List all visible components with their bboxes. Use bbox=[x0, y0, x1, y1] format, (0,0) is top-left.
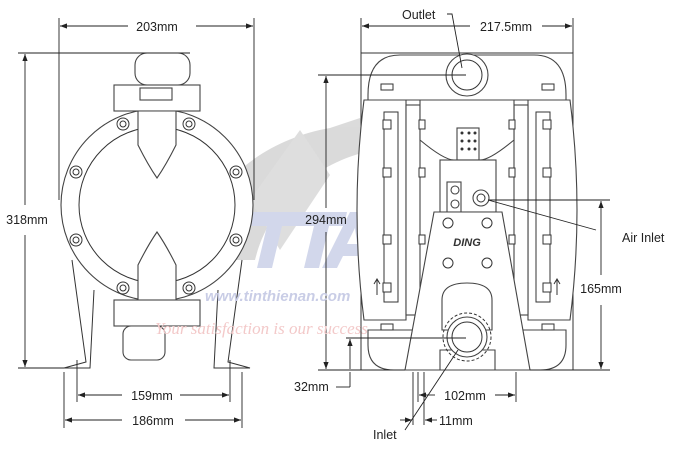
width-label-217: 217.5mm bbox=[480, 20, 532, 34]
left-dimensions bbox=[18, 18, 255, 428]
brand-logo: DING bbox=[453, 237, 481, 249]
mount-inner-label: 159mm bbox=[131, 389, 173, 403]
height-label-318: 318mm bbox=[6, 213, 48, 227]
bolt-icon bbox=[380, 83, 555, 331]
flow-arrow-icon bbox=[373, 278, 381, 295]
height-label-294: 294mm bbox=[305, 213, 347, 227]
inlet-label: Inlet bbox=[373, 428, 397, 442]
flow-arrow-icon bbox=[553, 278, 561, 295]
air-inlet-label: Air Inlet bbox=[622, 231, 665, 245]
foot-spacing-label: 102mm bbox=[444, 389, 486, 403]
outlet-label: Outlet bbox=[402, 8, 436, 22]
bolt-icon bbox=[69, 117, 243, 295]
watermark-slogan: Your satisfaction is our success bbox=[155, 319, 368, 338]
air-inlet-height-label: 165mm bbox=[580, 282, 622, 296]
mount-outer-label: 186mm bbox=[132, 414, 174, 428]
side-view-pump bbox=[60, 52, 254, 369]
right-dimensions bbox=[318, 13, 610, 431]
slot-label: 11mm bbox=[439, 414, 473, 428]
inlet-port bbox=[446, 316, 488, 358]
front-view-pump: DING bbox=[356, 52, 578, 371]
hex-bolt-icon bbox=[442, 217, 493, 269]
width-label-203: 203mm bbox=[136, 20, 178, 34]
inlet-height-label: 32mm bbox=[294, 380, 329, 394]
watermark-url: www.tinthienan.com bbox=[205, 288, 350, 305]
